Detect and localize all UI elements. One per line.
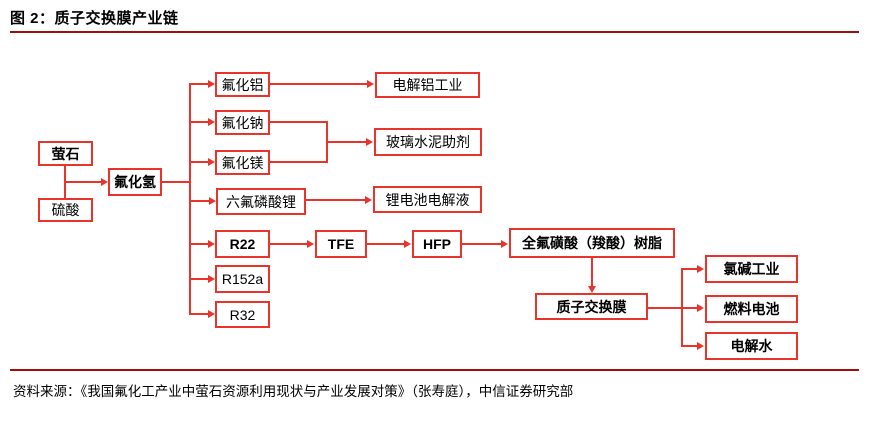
edge-trunk-r32-arrowhead: [208, 310, 215, 318]
node-proton-exchange-membrane: 质子交换膜: [535, 293, 648, 320]
edge-to-hf-line: [64, 181, 101, 183]
edge-trunk-lipf6-line: [189, 200, 209, 202]
node-r152a: R152a: [215, 265, 270, 293]
edge-hfp-pfsa-arrowhead: [501, 240, 508, 248]
node-chlor-alkali-industry: 氯碱工业: [705, 255, 798, 283]
edge-branch-chloralkali-line: [681, 268, 697, 270]
edge-merge-glass-line: [328, 141, 366, 143]
node-sodium-fluoride: 氟化钠: [215, 110, 270, 135]
edge-trunk-mgf2-line: [189, 161, 208, 163]
node-r22: R22: [215, 230, 270, 258]
edge-trunk-mgf2-arrowhead: [208, 158, 215, 166]
edge-branch-fuelcell-line: [681, 307, 697, 309]
node-sulfuric-acid: 硫酸: [38, 198, 93, 222]
edge-hf-trunk-line: [162, 181, 190, 183]
edge-branch-waterelec-line: [681, 345, 697, 347]
node-r32: R32: [215, 301, 270, 328]
node-pfsa-resin: 全氟磺酸（羧酸）树脂: [509, 228, 675, 258]
edge-naf-merge-line: [270, 121, 328, 123]
merge-vertical-line: [326, 121, 328, 163]
node-lithium-hexafluorophosphate: 六氟磷酸锂: [216, 188, 306, 215]
edge-pem-branch-line: [648, 307, 683, 309]
node-electrolytic-aluminum-industry: 电解铝工业: [375, 72, 480, 98]
edge-to-hf-arrowhead: [101, 178, 108, 186]
edge-pfsa-pem-arrowhead: [588, 286, 596, 293]
node-lithium-battery-electrolyte: 锂电池电解液: [373, 186, 482, 213]
edge-lipf6-electrolyte-line: [306, 199, 365, 201]
edge-tfe-hfp-arrowhead: [404, 240, 411, 248]
edge-trunk-alf3-line: [189, 83, 208, 85]
node-hfp: HFP: [412, 230, 462, 258]
edge-trunk-lipf6-arrowhead: [209, 197, 216, 205]
edge-merge-glass-arrowhead: [366, 138, 373, 146]
source-note: 资料来源：《我国氟化工产业中萤石资源利用现状与产业发展对策》（张寿庭），中信证券…: [13, 384, 574, 399]
node-tfe: TFE: [315, 230, 367, 258]
node-magnesium-fluoride: 氟化镁: [215, 150, 270, 175]
node-fluorite: 萤石: [38, 141, 93, 166]
edge-trunk-naf-line: [189, 121, 208, 123]
edge-branch-chloralkali-arrowhead: [697, 265, 704, 273]
figure-title: 图 2：质子交换膜产业链: [10, 10, 179, 27]
edge-r22-tfe-arrowhead: [307, 240, 314, 248]
edge-lipf6-electrolyte-arrowhead: [365, 196, 372, 204]
edge-alf3-elecal-arrowhead: [367, 80, 374, 88]
edge-trunk-r32-line: [189, 313, 208, 315]
edge-hfp-pfsa-line: [462, 243, 501, 245]
edge-branch-waterelec-arrowhead: [697, 342, 704, 350]
edge-trunk-naf-arrowhead: [208, 118, 215, 126]
trunk-line: [189, 83, 191, 315]
edge-trunk-r22-arrowhead: [208, 240, 215, 248]
edge-tfe-hfp-line: [367, 243, 404, 245]
edge-r22-tfe-line: [270, 243, 307, 245]
node-glass-cement-additive: 玻璃水泥助剂: [374, 128, 482, 156]
edge-trunk-alf3-arrowhead: [208, 80, 215, 88]
node-hydrogen-fluoride: 氟化氢: [108, 168, 162, 196]
edge-trunk-r152a-line: [189, 278, 208, 280]
edge-mgf2-merge-line: [270, 161, 328, 163]
title-underline: [10, 31, 859, 33]
edge-trunk-r22-line: [189, 243, 208, 245]
edge-trunk-r152a-arrowhead: [208, 275, 215, 283]
edge-pfsa-pem-line: [591, 258, 593, 286]
edge-branch-fuelcell-arrowhead: [697, 304, 704, 312]
node-aluminum-fluoride: 氟化铝: [215, 72, 270, 97]
node-water-electrolysis: 电解水: [705, 332, 798, 360]
edge-alf3-elecal-line: [270, 83, 367, 85]
source-divider: [10, 369, 859, 371]
node-fuel-cell: 燃料电池: [705, 295, 798, 323]
